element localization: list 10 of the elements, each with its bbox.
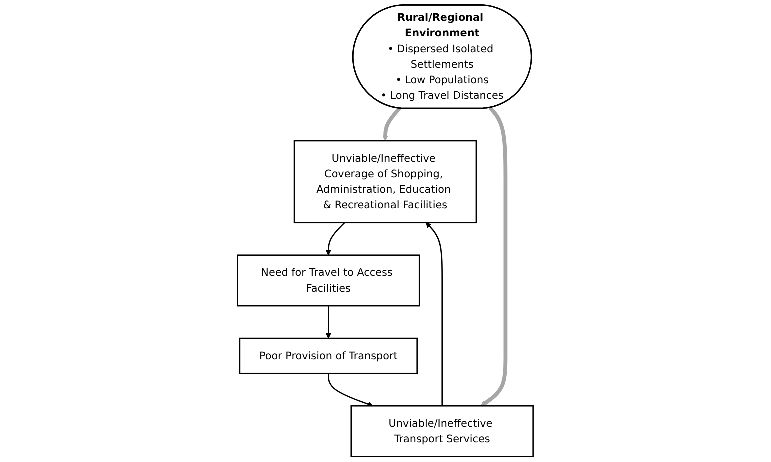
node-box: Unviable/Ineffective Coverage of Shopping, Administration, Education & Recreational Facilities xyxy=(294,140,478,224)
node-box: Poor Provision of Transport xyxy=(239,338,418,374)
arrow xyxy=(326,222,346,256)
arrow xyxy=(426,222,443,406)
arrow xyxy=(382,107,402,142)
arrow xyxy=(328,374,374,408)
arrow xyxy=(480,106,508,406)
node-box: Need for Travel to Access Facilities xyxy=(237,254,420,307)
arrow xyxy=(326,306,332,339)
node-box: Unviable/Ineffective Transport Services xyxy=(350,405,534,458)
